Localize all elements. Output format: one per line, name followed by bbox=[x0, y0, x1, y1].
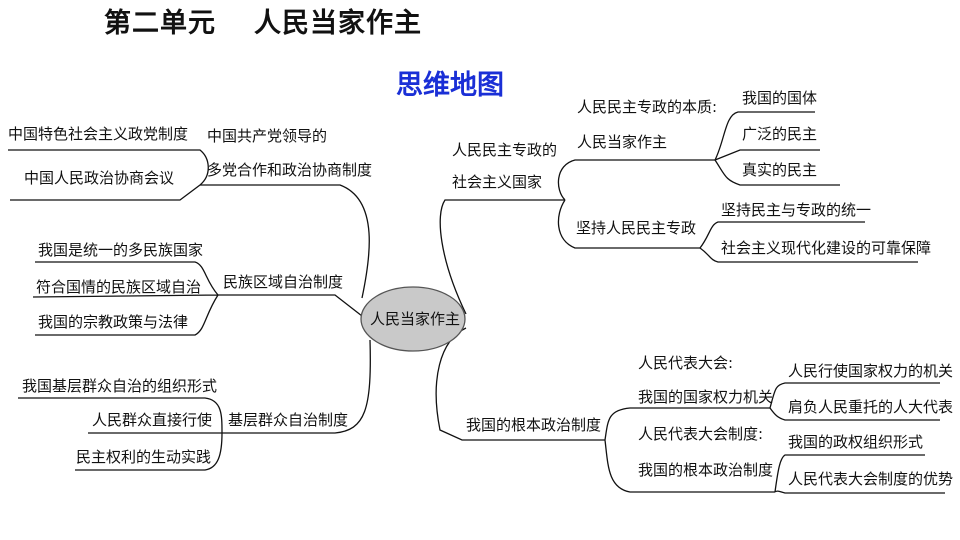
left-top-branch-line1: 中国共产党领导的 bbox=[207, 127, 328, 145]
connector-right-bottom-sub2-leaves bbox=[774, 454, 945, 494]
center-node-label: 人民当家作主 bbox=[369, 310, 460, 328]
connector-left-mid bbox=[218, 294, 363, 317]
right-bottom-sub1-line2: 我国的国家权力机关 bbox=[638, 388, 774, 406]
connector-left-bottom bbox=[222, 339, 371, 434]
right-top-branch-line1: 人民民主专政的 bbox=[452, 141, 558, 159]
connector-right-top bbox=[439, 199, 565, 315]
left-bottom-leaf: 民主权利的生动实践 bbox=[76, 448, 212, 466]
right-top-branch-line2: 社会主义国家 bbox=[452, 173, 543, 191]
right-bottom-sub2-line2: 我国的根本政治制度 bbox=[638, 461, 774, 479]
left-top-leaf: 中国人民政治协商会议 bbox=[24, 169, 175, 187]
left-top-branch-line2: 多党合作和政治协商制度 bbox=[207, 161, 373, 179]
left-top-leaf: 中国特色社会主义政党制度 bbox=[8, 125, 189, 143]
right-bottom-sub2-line1: 人民代表大会制度: bbox=[638, 425, 764, 443]
unit-topic: 人民当家作主 bbox=[254, 8, 422, 39]
connector-left-top bbox=[200, 184, 370, 299]
right-top-sub1-line2: 人民当家作主 bbox=[577, 133, 668, 151]
right-bottom-sub2-leaf: 我国的政权组织形式 bbox=[788, 433, 924, 451]
right-top-sub1-line1: 人民民主专政的本质: bbox=[577, 98, 718, 116]
right-bottom-sub1-line1: 人民代表大会: bbox=[638, 354, 734, 372]
mind-map-heading: 思维地图 bbox=[396, 70, 504, 101]
connector-left-bottom-leaves bbox=[18, 397, 223, 471]
connector-right-top-sub1-leaves bbox=[714, 111, 840, 186]
connector-left-top-leaves bbox=[8, 149, 209, 201]
right-top-sub1-leaf: 广泛的民主 bbox=[742, 125, 818, 143]
center-ellipse bbox=[360, 286, 466, 352]
left-bottom-leaf: 我国基层群众自治的组织形式 bbox=[22, 377, 218, 395]
connector-right-top-subs bbox=[557, 159, 715, 249]
right-top-sub2-leaf: 社会主义现代化建设的可靠保障 bbox=[721, 239, 932, 257]
right-top-sub2-label: 坚持人民民主专政 bbox=[576, 219, 697, 237]
connector-right-top-sub2-leaves bbox=[699, 221, 918, 263]
left-mid-leaf: 我国的宗教政策与法律 bbox=[38, 313, 189, 331]
connector-left-mid-leaves bbox=[32, 261, 219, 336]
right-bottom-sub2-leaf: 人民代表大会制度的优势 bbox=[788, 470, 954, 488]
right-bottom-sub1-leaf: 人民行使国家权力的机关 bbox=[788, 362, 954, 380]
right-bottom-sub1-leaf: 肩负人民重托的人大代表 bbox=[788, 398, 954, 416]
right-top-sub1-leaf: 真实的民主 bbox=[742, 161, 818, 179]
left-mid-branch-label: 民族区域自治制度 bbox=[223, 273, 344, 291]
connector-right-bottom-subs bbox=[604, 407, 775, 493]
unit-label: 第二单元 bbox=[104, 8, 216, 39]
left-bottom-branch-label: 基层群众自治制度 bbox=[228, 411, 349, 429]
right-bottom-branch-label: 我国的根本政治制度 bbox=[466, 416, 602, 434]
right-top-sub2-leaf: 坚持民主与专政的统一 bbox=[721, 201, 872, 219]
left-mid-leaf: 符合国情的民族区域自治 bbox=[36, 278, 202, 296]
left-bottom-leaf: 人民群众直接行使 bbox=[92, 411, 213, 429]
unit-title: 第二单元 人民当家作主 bbox=[104, 6, 422, 42]
left-mid-leaf: 我国是统一的多民族国家 bbox=[38, 241, 204, 259]
right-top-sub1-leaf: 我国的国体 bbox=[742, 89, 818, 107]
connector-right-bottom-sub1-leaves bbox=[769, 382, 940, 421]
